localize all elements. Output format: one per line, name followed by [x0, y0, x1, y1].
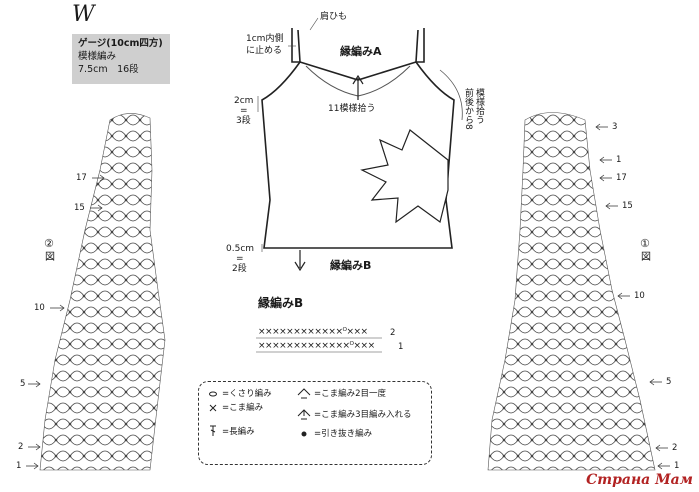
edging-b-chart-title: 縁編みB	[258, 296, 304, 310]
edging-b-row1-symbols: ×××××××××××××ᴼ×××	[258, 341, 375, 351]
left-row-arrows	[26, 174, 105, 470]
right-figure-no: ①	[640, 237, 650, 250]
pick-up-front-label: 11模様拾う	[328, 104, 376, 114]
gauge-stitch: 模様編み	[78, 51, 117, 62]
dim-2cm-label: 2cm	[234, 96, 254, 106]
dim-05cm-label: 0.5cm	[226, 244, 255, 254]
left-row-2: 2	[18, 442, 24, 452]
right-row-arrows	[595, 123, 670, 470]
side-pickup-arc	[439, 69, 463, 121]
dim-3rows-label: 3段	[236, 116, 251, 126]
legend-dc: =長編み	[222, 427, 255, 437]
strap-label: 肩ひも	[320, 12, 348, 22]
right-chart-mesh	[487, 112, 656, 471]
edging-a-label: 縁編みA	[340, 45, 382, 58]
dim-2rows-label: 2段	[232, 264, 247, 274]
right-row-5: 5	[666, 377, 672, 387]
left-chart-mesh	[39, 113, 166, 471]
stop-inside-label-1: 1cm内側	[246, 34, 284, 44]
legend-box	[198, 381, 432, 465]
arrow-down-b	[294, 250, 306, 272]
strap-leader	[309, 17, 319, 31]
pick-up-side-label-1: 前後から8	[463, 88, 473, 130]
legend-slip: =引き抜き編み	[314, 429, 373, 439]
arrow-up-a	[352, 74, 364, 100]
left-row-1: 1	[16, 461, 22, 471]
legend-sc3inc: =こま編み3目編み入れる	[314, 410, 412, 420]
legend-chain: =くさり編み	[222, 389, 272, 399]
right-row-1-bottom: 1	[674, 461, 680, 471]
left-figure-no: ②	[44, 237, 54, 250]
right-row-17: 17	[616, 173, 627, 183]
left-figure-label: 図	[45, 252, 55, 263]
page-title: W	[72, 2, 95, 27]
dim-05cm-eq: =	[236, 254, 244, 264]
left-row-15: 15	[74, 203, 85, 213]
edging-b-row2-label: 2	[390, 328, 396, 338]
legend-symbols	[209, 388, 311, 437]
pick-up-side-label-2: 模様拾う	[474, 88, 484, 124]
watermark-logo: Страна Мам	[586, 472, 693, 488]
garment-outline	[261, 28, 455, 249]
right-row-2: 2	[672, 443, 678, 453]
right-row-1-top: 1	[616, 155, 622, 165]
legend-sc2tog: =こま編み2目一度	[314, 389, 387, 399]
gauge-measure: 7.5cm 16段	[78, 64, 139, 75]
edging-b-row1-label: 1	[398, 342, 404, 352]
left-row-10: 10	[34, 303, 45, 313]
star-motif	[360, 129, 449, 224]
right-row-15: 15	[622, 201, 633, 211]
right-row-10: 10	[634, 291, 645, 301]
gauge-box: ゲージ(10cm四方) 模様編み 7.5cm 16段	[72, 34, 170, 84]
legend-sc: =こま編み	[222, 403, 264, 413]
edging-b-row2-symbols: ××××××××××××ᴼ×××	[258, 327, 368, 337]
right-row-3: 3	[612, 122, 618, 132]
dim-2cm-eq: =	[240, 106, 248, 116]
left-row-5: 5	[20, 379, 26, 389]
stop-inside-label-2: に止める	[246, 46, 283, 56]
right-figure-label: 図	[641, 252, 651, 263]
left-row-17: 17	[76, 173, 87, 183]
edging-b-label: 縁編みB	[330, 259, 372, 272]
gauge-heading: ゲージ(10cm四方)	[78, 38, 163, 49]
